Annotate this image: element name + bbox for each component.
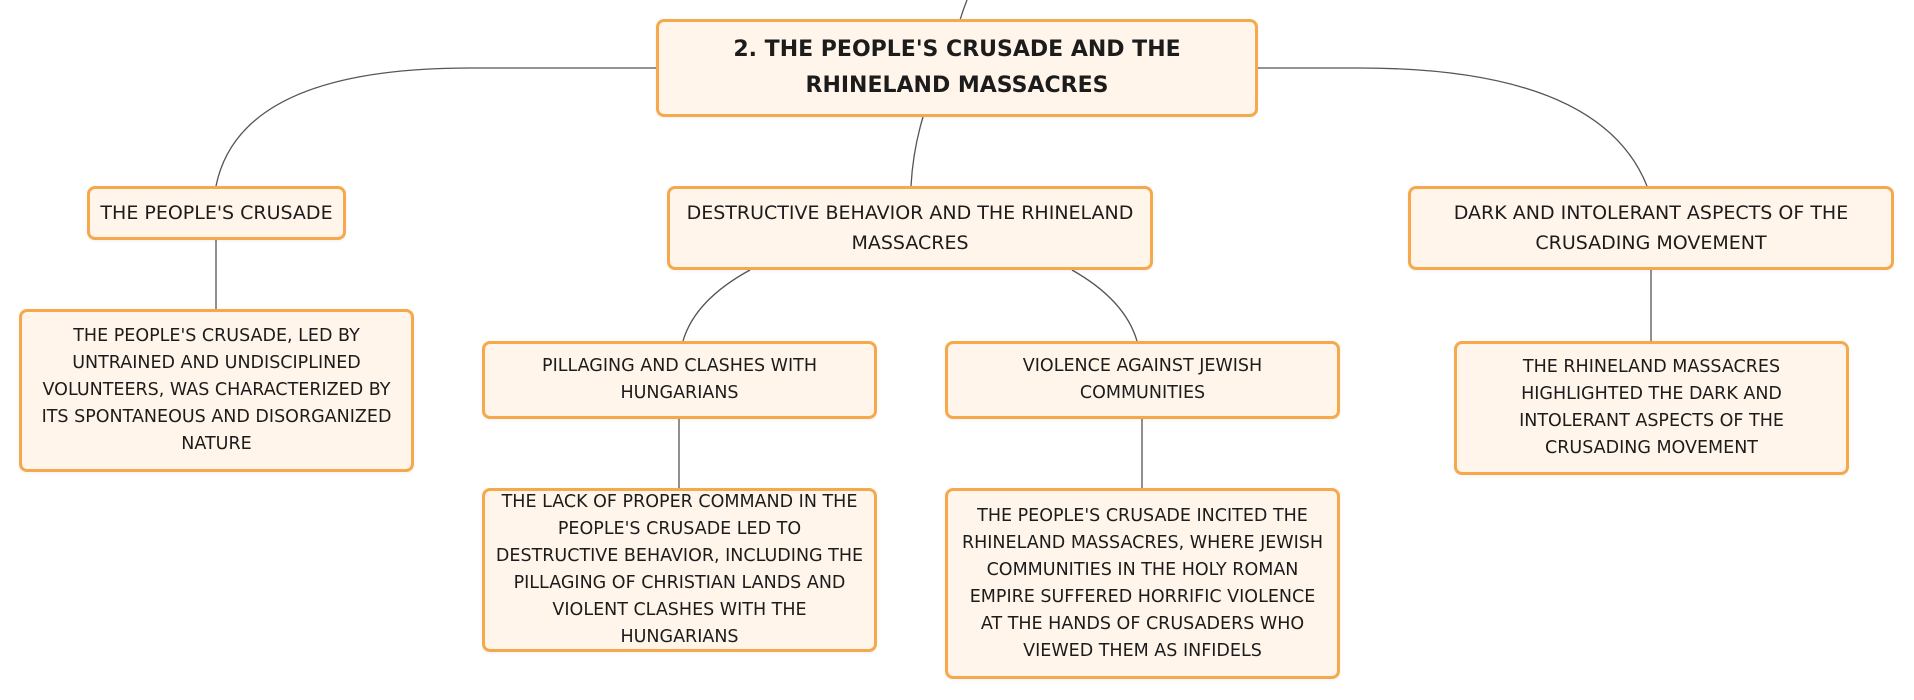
subbranch-node-pillaging[interactable]: PILLAGING AND CLASHES WITH HUNGARIANS [482,341,877,419]
connector-destructive-to-pillaging [682,269,751,342]
branch-node-label: DARK AND INTOLERANT ASPECTS OF THE CRUSA… [1453,202,1849,254]
branch-node-label: THE PEOPLE'S CRUSADE [100,202,333,224]
branch-node-label: DESTRUCTIVE BEHAVIOR AND THE RHINELAND M… [686,202,1134,254]
subbranch-node-violence[interactable]: VIOLENCE AGAINST JEWISH COMMUNITIES [945,341,1340,419]
branch-node-dark-aspects[interactable]: DARK AND INTOLERANT ASPECTS OF THE CRUSA… [1408,186,1894,270]
root-node[interactable]: 2. THE PEOPLE'S CRUSADE AND THE RHINELAN… [656,19,1258,117]
connector-root-to-peoples-crusade [215,67,657,187]
subbranch-node-label: VIOLENCE AGAINST JEWISH COMMUNITIES [1022,356,1263,403]
detail-node-text: THE RHINELAND MASSACRES HIGHLIGHTED THE … [1519,357,1784,458]
subbranch-node-label: PILLAGING AND CLASHES WITH HUNGARIANS [542,356,817,403]
connector-root-to-dark-aspects [1257,67,1648,187]
branch-node-peoples-crusade[interactable]: THE PEOPLE'S CRUSADE [87,186,346,240]
detail-node-pillaging[interactable]: THE LACK OF PROPER COMMAND IN THE PEOPLE… [482,488,877,652]
detail-node-text: THE PEOPLE'S CRUSADE, LED BY UNTRAINED A… [41,326,392,454]
root-node-label: 2. THE PEOPLE'S CRUSADE AND THE RHINELAN… [733,37,1181,98]
detail-node-text: THE LACK OF PROPER COMMAND IN THE PEOPLE… [495,492,864,647]
detail-node-violence[interactable]: THE PEOPLE'S CRUSADE INCITED THE RHINELA… [945,488,1340,679]
connector-root-to-destructive-behavior [910,116,924,187]
branch-node-destructive-behavior[interactable]: DESTRUCTIVE BEHAVIOR AND THE RHINELAND M… [667,186,1153,270]
detail-node-peoples-crusade[interactable]: THE PEOPLE'S CRUSADE, LED BY UNTRAINED A… [19,309,414,472]
detail-node-text: THE PEOPLE'S CRUSADE INCITED THE RHINELA… [961,505,1324,661]
detail-node-dark-aspects[interactable]: THE RHINELAND MASSACRES HIGHLIGHTED THE … [1454,341,1849,475]
connector-root-incoming [959,0,968,21]
connector-destructive-to-violence [1071,269,1138,342]
